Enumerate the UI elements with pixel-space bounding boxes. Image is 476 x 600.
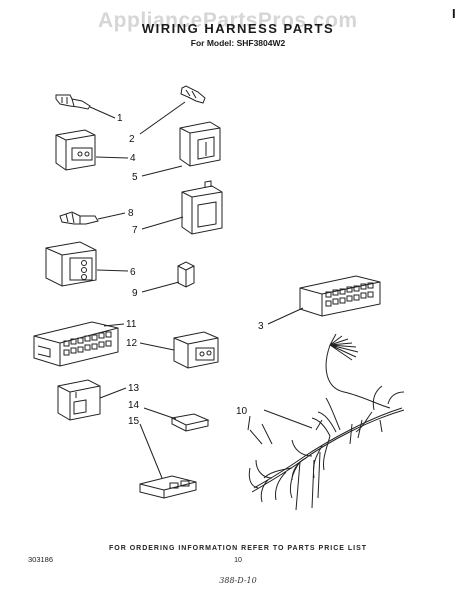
part-13-housing[interactable] bbox=[57, 379, 101, 421]
ordering-note: FOR ORDERING INFORMATION REFER TO PARTS … bbox=[108, 545, 368, 552]
part-15-bracket[interactable] bbox=[139, 475, 197, 499]
callout-5: 5 bbox=[132, 172, 138, 183]
part-4-housing[interactable] bbox=[55, 129, 96, 171]
callout-15: 15 bbox=[128, 416, 140, 427]
callout-7: 7 bbox=[132, 225, 138, 236]
leader-3 bbox=[267, 307, 304, 325]
leader-4 bbox=[95, 156, 129, 159]
leader-12 bbox=[139, 342, 175, 351]
watermark: AppliancePartsPros.com bbox=[98, 9, 358, 32]
part-8-terminal[interactable] bbox=[59, 211, 99, 225]
callout-11: 11 bbox=[126, 319, 137, 330]
document-code: 303186 bbox=[28, 555, 54, 564]
callout-13: 13 bbox=[128, 383, 140, 394]
corner-mark: I bbox=[452, 6, 456, 21]
leader-15 bbox=[139, 423, 163, 479]
part-10-wiring-harness[interactable] bbox=[247, 333, 405, 511]
leader-13 bbox=[99, 387, 127, 399]
model-subtitle: For Model: SHF3804W2 bbox=[190, 38, 286, 48]
leader-5 bbox=[141, 165, 183, 177]
leader-9 bbox=[141, 281, 180, 293]
leader-14 bbox=[143, 407, 177, 420]
part-9-connector[interactable] bbox=[177, 261, 195, 288]
leader-11 bbox=[103, 323, 125, 327]
part-14-plug[interactable] bbox=[170, 413, 210, 432]
callout-6: 6 bbox=[130, 267, 136, 278]
part-2-terminal[interactable] bbox=[180, 85, 206, 104]
part-11-housing[interactable] bbox=[33, 321, 119, 367]
callout-9: 9 bbox=[132, 288, 138, 299]
callout-10: 10 bbox=[236, 406, 248, 417]
part-7-housing[interactable] bbox=[181, 180, 223, 235]
callout-3: 3 bbox=[258, 321, 264, 332]
page-title: WIRING HARNESS PARTS bbox=[141, 21, 335, 36]
callout-8: 8 bbox=[128, 208, 134, 219]
handwritten-code: 388-D-10 bbox=[219, 576, 257, 585]
part-6-housing[interactable] bbox=[45, 241, 97, 287]
leader-10 bbox=[263, 409, 313, 429]
leader-6 bbox=[96, 269, 129, 272]
callout-4: 4 bbox=[130, 153, 136, 164]
leader-1 bbox=[89, 106, 116, 119]
part-1-terminal[interactable] bbox=[55, 94, 91, 110]
callout-1: 1 bbox=[117, 113, 123, 124]
callout-12: 12 bbox=[126, 338, 138, 349]
part-3-housing[interactable] bbox=[299, 275, 381, 317]
callout-2: 2 bbox=[129, 134, 135, 145]
part-5-housing[interactable] bbox=[179, 121, 221, 167]
callout-14: 14 bbox=[128, 400, 140, 411]
part-12-housing[interactable] bbox=[173, 331, 219, 369]
leader-2 bbox=[139, 101, 186, 135]
leader-7 bbox=[141, 216, 184, 230]
leader-8 bbox=[97, 212, 126, 220]
page-number: 10 bbox=[234, 557, 242, 564]
